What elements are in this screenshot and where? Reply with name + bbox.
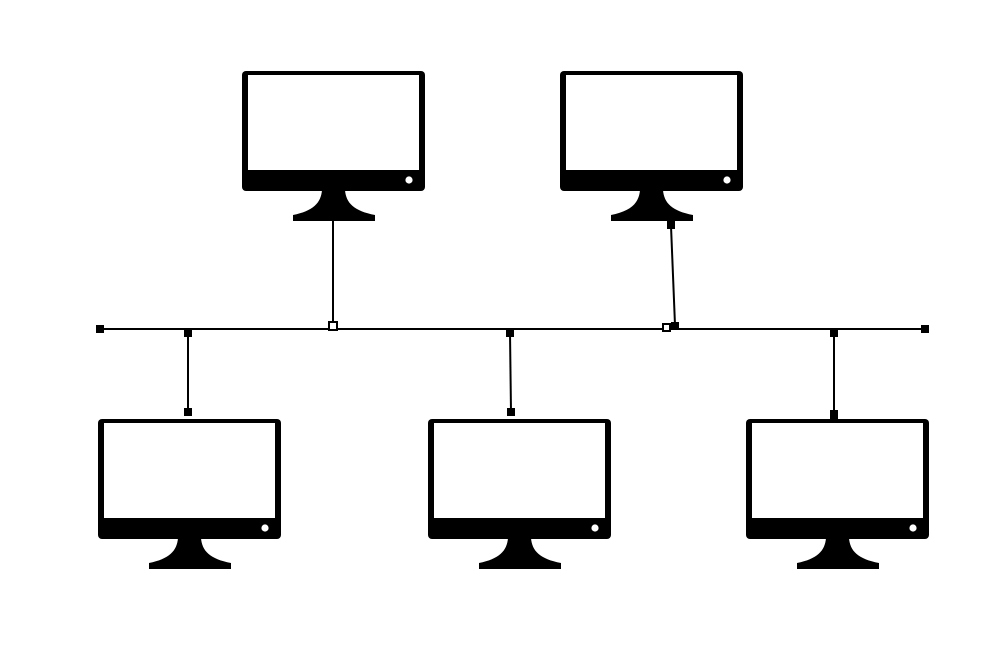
bus-terminator-left: [96, 325, 104, 333]
monitor-icon: [98, 419, 281, 569]
monitor-top-right: [560, 71, 743, 221]
tap-top-right-b: [671, 322, 679, 330]
link-bottom-center: [509, 332, 512, 413]
monitor-icon: [560, 71, 743, 221]
monitor-icon: [242, 71, 425, 221]
monitor-icon: [428, 419, 611, 569]
connector-bottom-left: [184, 408, 192, 416]
tap-top-left: [328, 321, 338, 331]
bus-terminator-right: [921, 325, 929, 333]
monitor-bottom-right: [746, 419, 929, 569]
connector-bottom-right: [830, 410, 838, 419]
monitor-top-left: [242, 71, 425, 221]
monitor-icon: [746, 419, 929, 569]
connector-bottom-center: [507, 408, 515, 416]
tap-top-right-a: [662, 323, 671, 332]
connector-top-right: [667, 220, 675, 229]
monitor-bottom-left: [98, 419, 281, 569]
monitor-bottom-center: [428, 419, 611, 569]
link-top-right: [670, 225, 676, 326]
